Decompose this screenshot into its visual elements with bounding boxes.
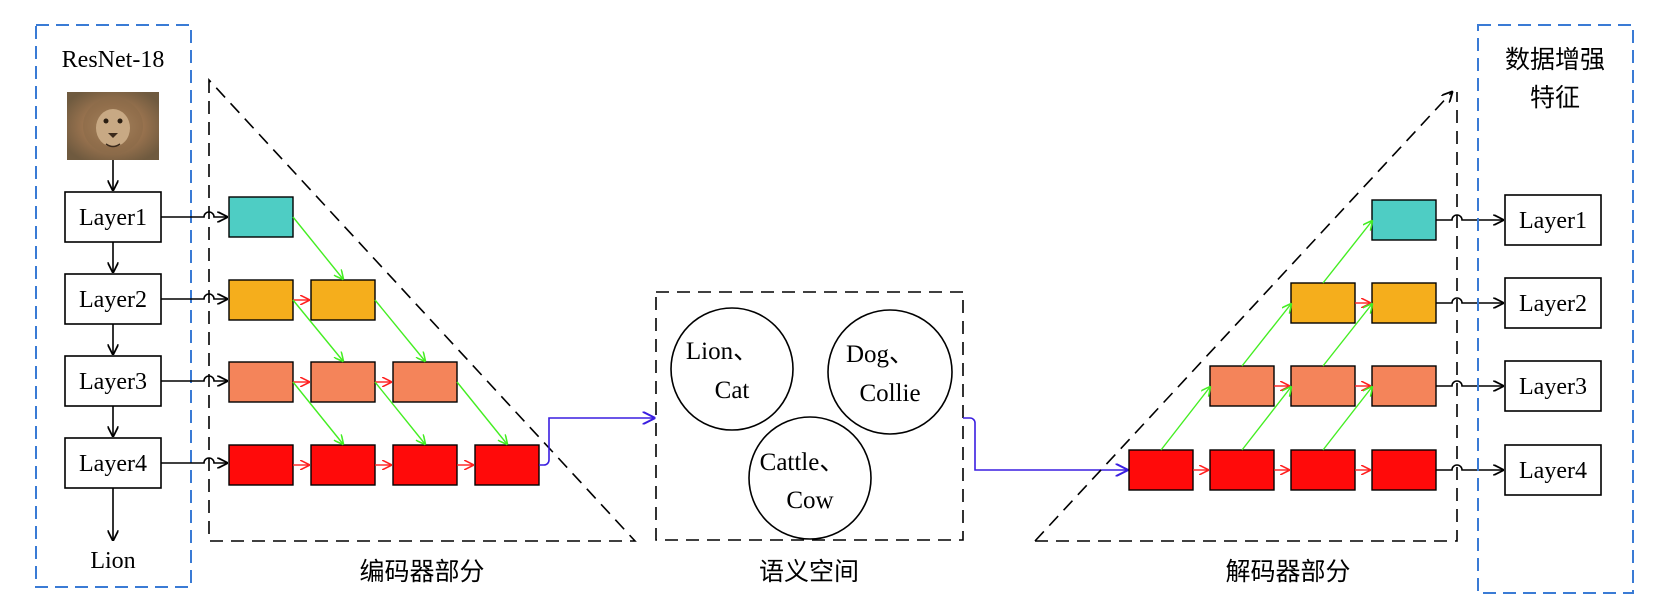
connector-dec-layer2 xyxy=(1436,297,1503,303)
encoder-section: 编码器部分 xyxy=(161,77,637,586)
augmented-layer1-box xyxy=(1504,194,1602,246)
enc-block-r2c1 xyxy=(228,279,294,321)
connector-dec-layer4 xyxy=(1436,464,1503,470)
enc-skip-4 xyxy=(292,381,343,444)
dec-block-r4c2 xyxy=(1209,449,1275,491)
enc-block-r4c4 xyxy=(474,444,540,486)
dec-skip-4 xyxy=(1241,304,1291,367)
enc-skip-5 xyxy=(374,381,425,444)
enc-skip-2 xyxy=(292,299,343,361)
augmented-layer2-box xyxy=(1504,277,1602,329)
dec-skip-5 xyxy=(1322,304,1372,367)
augmented-layer4-label: Layer4 xyxy=(1519,458,1587,484)
augmented-panel-border xyxy=(1477,24,1634,594)
dec-block-r3c2 xyxy=(1209,365,1275,407)
dec-block-r3c3 xyxy=(1290,365,1356,407)
dec-block-r4c3 xyxy=(1290,449,1356,491)
dec-block-r2c3 xyxy=(1290,282,1356,324)
encoder-caption: 编码器部分 xyxy=(359,558,484,586)
dec-block-r1c4 xyxy=(1371,199,1437,241)
augmented-layer3-box xyxy=(1504,360,1602,412)
enc-block-r3c1 xyxy=(228,361,294,403)
cluster-lion-cat-line2: Cat xyxy=(715,377,750,404)
augmented-layer2-label: Layer2 xyxy=(1519,291,1587,317)
dec-skip-1 xyxy=(1160,387,1210,451)
enc-block-r1c1 xyxy=(228,196,294,238)
resnet-panel-border xyxy=(35,24,192,588)
augmented-title-line2: 特征 xyxy=(1530,84,1580,112)
encoder-layer2-box xyxy=(64,273,162,325)
enc-block-r2c2 xyxy=(310,279,376,321)
encoder-layer2-label: Layer2 xyxy=(79,287,147,313)
augmented-layer4-box xyxy=(1504,444,1602,496)
augmented-panel: 数据增强 特征 Layer1 Layer2 Layer3 Layer4 xyxy=(1477,24,1634,594)
dec-block-r4c1 xyxy=(1128,449,1194,491)
lion-photo-icon xyxy=(67,92,159,160)
connector-dec-layer3 xyxy=(1436,380,1503,386)
enc-block-r4c1 xyxy=(228,444,294,486)
transfer-arrow-decoder xyxy=(963,417,1127,470)
connector-enc-layer3 xyxy=(161,375,227,381)
enc-block-r4c2 xyxy=(310,444,376,486)
connector-enc-layer4 xyxy=(161,457,227,463)
transfer-arrow-encoder xyxy=(539,418,654,466)
dec-block-r3c4 xyxy=(1371,365,1437,407)
encoder-layer1-label: Layer1 xyxy=(79,205,147,231)
dec-skip-2 xyxy=(1241,387,1291,451)
encoder-layer4-label: Layer4 xyxy=(79,451,147,477)
enc-skip-1 xyxy=(292,216,343,279)
cluster-cattle-cow-line2: Cow xyxy=(786,487,833,514)
decoder-caption: 解码器部分 xyxy=(1225,558,1350,586)
encoder-layer3-label: Layer3 xyxy=(79,369,147,395)
enc-skip-3 xyxy=(374,299,425,361)
cluster-cattle-cow xyxy=(748,416,872,540)
dec-block-r2c4 xyxy=(1371,282,1437,324)
decoder-triangle xyxy=(1035,92,1458,542)
decoder-triangle-hypotenuse xyxy=(1034,92,1452,542)
enc-block-r3c2 xyxy=(310,361,376,403)
cluster-dog-collie-line2: Collie xyxy=(859,380,920,407)
augmented-layer3-label: Layer3 xyxy=(1519,374,1587,400)
connector-dec-layer1 xyxy=(1436,214,1503,220)
augmented-layer1-label: Layer1 xyxy=(1519,208,1587,234)
cluster-cattle-cow-line1: Cattle、 xyxy=(760,449,845,476)
semantic-caption: 语义空间 xyxy=(759,558,859,586)
dec-skip-3 xyxy=(1322,387,1372,451)
semantic-space-border xyxy=(655,291,964,541)
enc-block-r3c3 xyxy=(392,361,458,403)
cluster-dog-collie xyxy=(827,309,953,435)
dec-block-r4c4 xyxy=(1371,449,1437,491)
enc-skip-6 xyxy=(456,381,507,444)
dec-skip-6 xyxy=(1322,221,1372,284)
enc-block-r4c3 xyxy=(392,444,458,486)
connector-enc-layer1 xyxy=(161,211,227,217)
decoder-section: 解码器部分 xyxy=(1034,92,1503,586)
cluster-dog-collie-line1: Dog、 xyxy=(846,341,914,368)
encoder-triangle xyxy=(208,77,637,542)
augmented-title-line1: 数据增强 xyxy=(1505,46,1605,74)
resnet-title: ResNet-18 xyxy=(62,47,165,73)
output-label: Lion xyxy=(90,548,135,574)
connector-enc-layer2 xyxy=(161,293,227,299)
resnet-panel: ResNet-18 Layer1 Layer2 Layer3 Layer4 Li… xyxy=(35,24,192,588)
cluster-lion-cat-line1: Lion、 xyxy=(686,338,758,365)
cluster-lion-cat xyxy=(670,307,794,431)
semantic-space: Lion、 Cat Dog、 Collie Cattle、 Cow 语义空间 xyxy=(655,291,964,586)
